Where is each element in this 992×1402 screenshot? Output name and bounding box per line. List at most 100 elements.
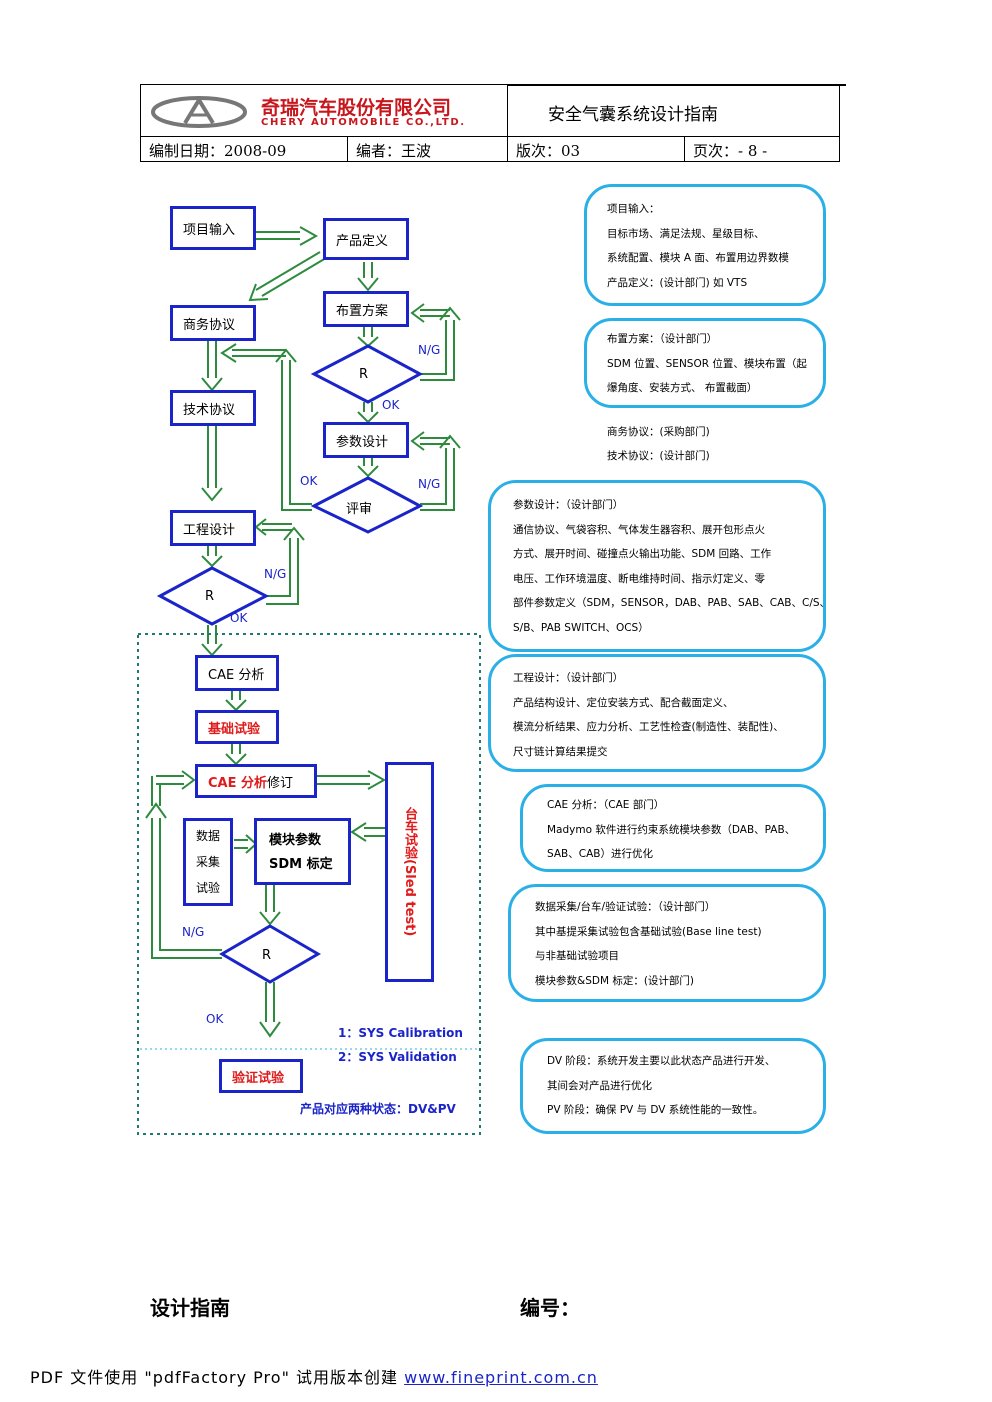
callout-layout-plan: 布置方案：（设计部门） SDM 位置、SENSOR 位置、模块布置（起 爆角度、… <box>584 318 826 408</box>
ok-label-3: OK <box>230 611 248 625</box>
callout-parameter-design: 参数设计：（设计部门） 通信协议、气袋容积、气体发生器容积、展开包形点火 方式、… <box>488 480 830 652</box>
document-title: 安全气囊系统设计指南 <box>548 105 718 125</box>
callout-line: CAE 分析：（CAE 部门） <box>547 799 665 811</box>
box-business-agreement: 商务协议 <box>170 305 256 341</box>
callout-cae-analysis-text: CAE 分析：（CAE 部门） Madymo 软件进行约束系统模块参数（DAB、… <box>547 793 795 867</box>
callout-line: PV 阶段：确保 PV 与 DV 系统性能的一致性。 <box>547 1104 764 1116</box>
diamond-1-label: R <box>359 367 369 382</box>
decision-diamond-1 <box>310 344 424 404</box>
callout-engineering-design-text: 工程设计：（设计部门） 产品结构设计、定位安装方式、配合截面定义、 模流分析结果… <box>513 666 784 764</box>
box-project-input: 项目输入 <box>170 206 256 250</box>
page-cell: 页次：- 8 - <box>684 136 840 162</box>
callout-line: 方式、展开时间、碰撞点火输出功能、SDM 回路、工作 <box>513 548 772 560</box>
callout-line: SAB、CAB）进行优化 <box>547 848 653 860</box>
watermark-text: PDF 文件使用 "pdfFactory Pro" 试用版本创建 <box>30 1368 405 1387</box>
business-agreement-note: 商务协议：(采购部门) <box>607 426 710 438</box>
author-label: 编者：王波 <box>356 142 432 160</box>
box-sled-test: 台车试验(Sled test) <box>385 762 434 982</box>
agreement-notes: 商务协议：(采购部门) 技术协议：(设计部门) <box>607 420 710 468</box>
callout-line: 通信协议、气袋容积、气体发生器容积、展开包形点火 <box>513 523 765 536</box>
callout-line: 电压、工作环境温度、断电维持时间、指示灯定义、零 <box>513 572 765 585</box>
callout-line: DV 阶段：系统开发主要以此状态产品进行开发、 <box>547 1055 776 1067</box>
sys-calibration-label: 1：SYS Calibration <box>338 1026 463 1040</box>
callout-project-input-text: 项目输入： 目标市场、满足法规、星级目标、 系统配置、模块 A 面、布置用边界数… <box>607 197 789 295</box>
cae-revision-red-text: CAE 分析 <box>208 775 268 791</box>
ng-label-4: N/G <box>182 925 205 939</box>
box-basic-test: 基础试验 <box>195 710 279 744</box>
ng-label-1: N/G <box>418 343 441 357</box>
diamond-3-label: R <box>262 948 272 963</box>
box-layout-plan: 布置方案 <box>323 291 409 327</box>
callout-line: 尺寸链计算结果提交 <box>513 745 608 758</box>
data-collection-text: 数据采集试验 <box>196 829 221 895</box>
callout-cae-analysis: CAE 分析：（CAE 部门） Madymo 软件进行约束系统模块参数（DAB、… <box>520 784 826 872</box>
ok-label-4: OK <box>206 1012 224 1026</box>
pdf-watermark: PDF 文件使用 "pdfFactory Pro" 试用版本创建 www.fin… <box>30 1364 598 1388</box>
tech-agreement-note: 技术协议：(设计部门) <box>607 450 710 462</box>
callout-line: 布置方案：（设计部门） <box>607 333 718 345</box>
ok-label-2: OK <box>300 474 318 488</box>
diamond-2-label: R <box>205 589 215 604</box>
callout-layout-plan-text: 布置方案：（设计部门） SDM 位置、SENSOR 位置、模块布置（起 爆角度、… <box>607 327 807 401</box>
date-label: 编制日期：2008-09 <box>149 142 287 160</box>
decision-diamond-2 <box>156 566 270 626</box>
callout-line: 系统配置、模块 A 面、布置用边界数模 <box>607 252 789 264</box>
callout-line: 模块参数&SDM 标定：(设计部门) <box>535 974 695 987</box>
box-parameter-design: 参数设计 <box>323 422 409 458</box>
callout-line: 参数设计：（设计部门） <box>513 499 624 511</box>
callout-line: 其间会对产品进行优化 <box>547 1079 652 1092</box>
company-name-cn: 奇瑞汽车股份有限公司 <box>261 97 452 119</box>
box-module-parameters: 模块参数 SDM 标定 <box>254 818 351 885</box>
footer-number-label: 编号： <box>520 1296 580 1320</box>
footer-guide-title: 设计指南 <box>150 1296 230 1320</box>
sled-test-text: 台车试验(Sled test) <box>402 807 417 937</box>
callout-line: 其中基提采集试验包含基础试验(Base line test) <box>535 925 762 938</box>
company-name-en: CHERY AUTOMOBILE CO.,LTD. <box>261 117 466 128</box>
dv-pv-frame <box>137 633 481 1135</box>
callout-line: 模流分析结果、应力分析、工艺性检查(制造性、装配性)、 <box>513 721 784 733</box>
sys-validation-label: 2：SYS Validation <box>338 1050 457 1064</box>
callout-engineering-design: 工程设计：（设计部门） 产品结构设计、定位安装方式、配合截面定义、 模流分析结果… <box>488 654 826 772</box>
cae-revision-text: 修订 <box>267 775 294 791</box>
callout-line: 数据采集/台车/验证试验：（设计部门） <box>535 901 716 913</box>
version-label: 版次：03 <box>516 142 581 160</box>
watermark-link[interactable]: www.fineprint.com.cn <box>404 1368 598 1387</box>
callout-line: 部件参数定义（SDM，SENSOR，DAB、PAB、SAB、CAB、C/S、 <box>513 597 831 609</box>
review-label: 评审 <box>346 502 373 517</box>
callout-line: 工程设计：（设计部门） <box>513 672 624 684</box>
callout-dv-pv: DV 阶段：系统开发主要以此状态产品进行开发、 其间会对产品进行优化 PV 阶段… <box>520 1038 826 1134</box>
callout-line: 产品结构设计、定位安装方式、配合截面定义、 <box>513 696 734 709</box>
page-label: 页次：- 8 - <box>693 142 768 160</box>
callout-line: 爆角度、安装方式、 布置截面） <box>607 382 758 394</box>
callout-project-input: 项目输入： 目标市场、满足法规、星级目标、 系统配置、模块 A 面、布置用边界数… <box>584 184 826 306</box>
callout-line: 与非基础试验项目 <box>535 950 619 962</box>
ng-label-2: N/G <box>418 477 441 491</box>
box-cae-revision: CAE 分析修订 <box>195 764 317 798</box>
review-diamond <box>310 476 424 534</box>
callout-tests-text: 数据采集/台车/验证试验：（设计部门） 其中基提采集试验包含基础试验(Base … <box>535 895 762 993</box>
decision-diamond-3 <box>219 924 321 984</box>
ok-label-1: OK <box>382 398 400 412</box>
header-rule <box>508 84 846 86</box>
callout-line: 产品定义：(设计部门) 如 VTS <box>607 276 748 289</box>
box-engineering-design: 工程设计 <box>170 510 256 546</box>
callout-line: 项目输入： <box>607 203 660 215</box>
document-header: 奇瑞汽车股份有限公司 CHERY AUTOMOBILE CO.,LTD. 安全气… <box>140 84 840 162</box>
callout-tests: 数据采集/台车/验证试验：（设计部门） 其中基提采集试验包含基础试验(Base … <box>508 884 826 1002</box>
box-data-collection: 数据采集试验 <box>183 818 233 906</box>
box-verification-test: 验证试验 <box>219 1059 303 1093</box>
module-parameters-line2: SDM 标定 <box>269 857 333 872</box>
callout-line: Madymo 软件进行约束系统模块参数（DAB、PAB、 <box>547 823 796 836</box>
chery-logo <box>151 96 247 128</box>
box-tech-agreement: 技术协议 <box>170 390 256 426</box>
callout-line: SDM 位置、SENSOR 位置、模块布置（起 <box>607 357 807 370</box>
box-product-definition: 产品定义 <box>323 218 409 260</box>
module-parameters-line1: 模块参数 <box>269 833 322 848</box>
dv-pv-label: 产品对应两种状态：DV&PV <box>300 1102 456 1116</box>
callout-line: 目标市场、满足法规、星级目标、 <box>607 227 765 240</box>
callout-line: S/B、PAB SWITCH、OCS） <box>513 621 649 634</box>
ng-label-3: N/G <box>264 567 287 581</box>
callout-parameter-design-text: 参数设计：（设计部门） 通信协议、气袋容积、气体发生器容积、展开包形点火 方式、… <box>513 493 830 640</box>
callout-dv-pv-text: DV 阶段：系统开发主要以此状态产品进行开发、 其间会对产品进行优化 PV 阶段… <box>547 1049 775 1123</box>
